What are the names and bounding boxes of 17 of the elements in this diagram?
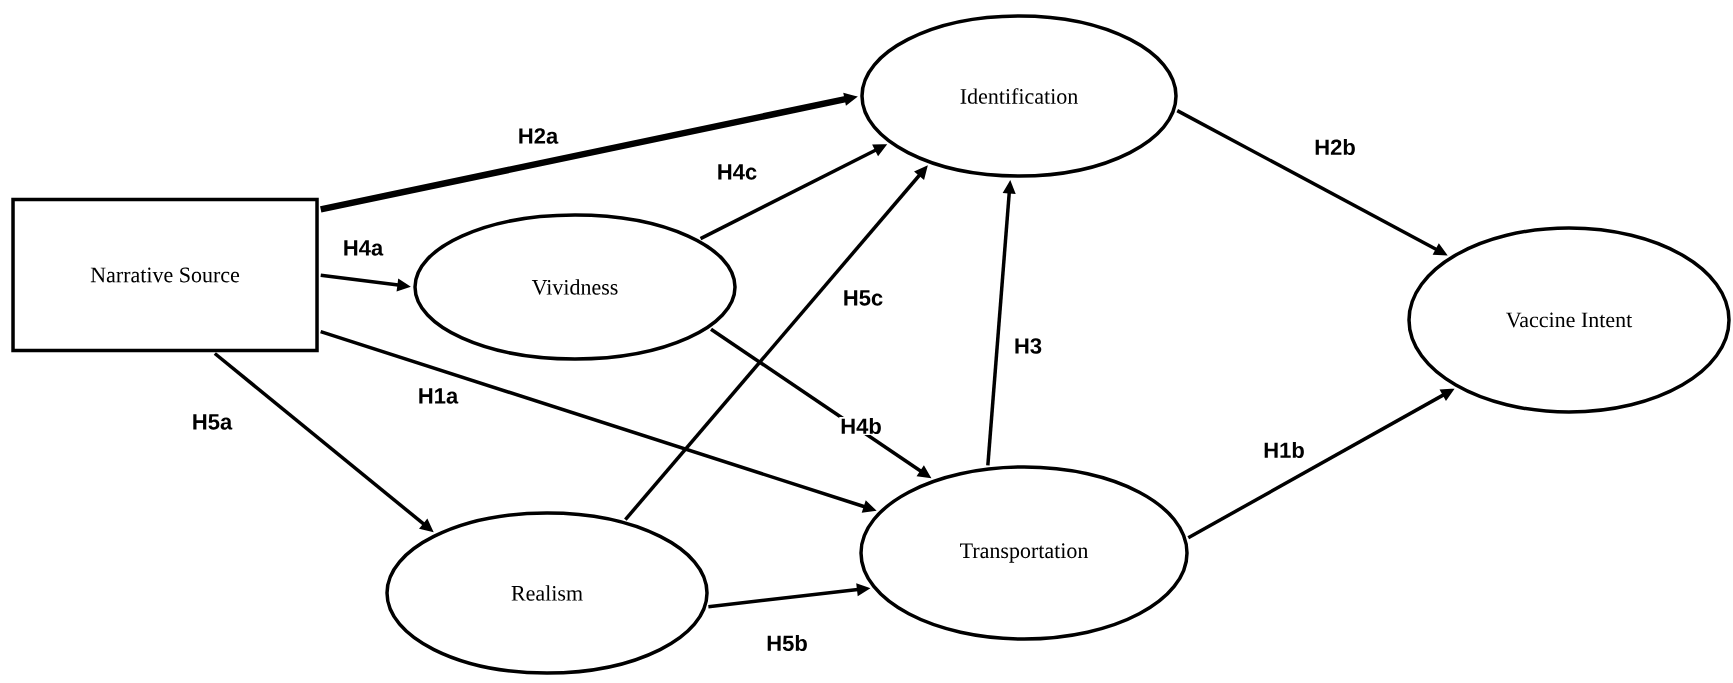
edge-label: H1b [1262, 440, 1306, 460]
edge-label: H4a [341, 239, 385, 257]
ellipse-node: Vividness [413, 213, 737, 361]
process-box: Narrative Source [11, 197, 319, 353]
edge-label: H4c [715, 163, 759, 181]
ellipse-node: Vaccine Intent [1407, 226, 1731, 414]
ellipse-node: Transportation [859, 465, 1189, 641]
edge-label: H1a [416, 387, 460, 405]
edge-label: H3 [1012, 337, 1044, 355]
edge-label: H2a [516, 127, 560, 145]
edge-label: H5a [190, 413, 234, 431]
ellipse-node: Identification [860, 14, 1178, 178]
edge-label: H2b [1313, 137, 1357, 157]
edge-label: H5b [765, 633, 809, 653]
edge-label: H5c [841, 289, 885, 307]
edge-label: H4b [839, 416, 883, 436]
ellipse-node: Realism [385, 511, 709, 675]
